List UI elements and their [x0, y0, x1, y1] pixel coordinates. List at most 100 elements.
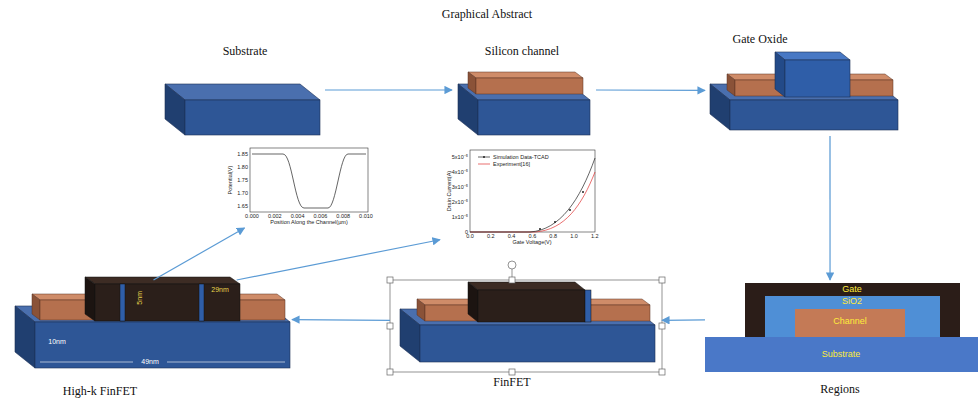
flow-arrow — [292, 319, 390, 321]
channel-fin — [468, 72, 476, 94]
regions-section: Regions GateSiO2ChannelSubstrate — [705, 280, 978, 401]
gate-oxide-block — [730, 100, 898, 130]
id-vg-plot — [582, 191, 584, 193]
stage-gate-oxide: Gate Oxide — [705, 30, 905, 136]
finfet-substrate — [400, 309, 420, 362]
finfet-gate — [585, 290, 591, 322]
tick-label: 0.0 — [466, 233, 474, 239]
selection-frame — [659, 323, 665, 329]
substrate-block — [165, 84, 320, 100]
node-text: Drain Current(A) — [446, 171, 452, 211]
selection-frame — [390, 280, 662, 372]
node-text: FinFET — [493, 376, 530, 389]
flow-arrow — [829, 136, 830, 280]
potential-plot — [250, 148, 368, 212]
id-vg-plot — [470, 158, 595, 232]
tick-label: 5x10⁻⁵ — [452, 154, 468, 160]
stage-finfet: FinFET — [390, 280, 662, 392]
channel-fin — [476, 78, 583, 94]
dimension-label: 10nm — [48, 338, 66, 346]
finfet-gate — [478, 290, 585, 322]
highk-channel — [32, 294, 40, 320]
highk-substrate — [35, 322, 290, 368]
tick-label: 2x10⁻⁵ — [452, 199, 468, 205]
finfet-substrate — [420, 325, 655, 362]
finfet-gate — [468, 282, 591, 322]
finfet-channel — [417, 299, 425, 321]
tick-label: 1.85 — [237, 151, 248, 157]
id-vg-plot — [470, 150, 595, 232]
tick-label: 1.65 — [237, 203, 248, 209]
finfet-gate — [468, 282, 478, 322]
node-text: Silicon channel — [485, 45, 559, 58]
selection-frame — [387, 369, 393, 375]
current-chart: Gate Voltage(V) Drain Current(A) — [440, 145, 600, 248]
tick-label: 0.010 — [359, 213, 373, 219]
id-vg-plot — [539, 228, 541, 230]
tick-label: 0.8 — [549, 233, 557, 239]
node-text: Position Along the Channel(µm) — [270, 219, 347, 225]
silicon-channel-block — [478, 100, 590, 135]
dimension-label: 5nm — [136, 291, 144, 305]
flow-arrow — [237, 240, 440, 280]
oxide-block — [775, 52, 850, 97]
node-text: Regions — [820, 383, 859, 396]
node-text: Gate Voltage(V) — [512, 239, 551, 245]
tick-label: 1x10⁻⁵ — [452, 214, 468, 220]
highk-gate — [120, 284, 125, 321]
flow-arrow — [662, 319, 705, 321]
node-text: Channel — [833, 317, 867, 327]
oxide-block — [775, 52, 850, 60]
tick-label: 4x10⁻⁵ — [452, 169, 468, 175]
highk-gate — [95, 284, 240, 321]
highk-gate — [199, 284, 204, 321]
channel-region: Channel — [795, 309, 905, 337]
tick-label: 1.75 — [237, 177, 248, 183]
tick-label: 1.0 — [570, 233, 578, 239]
tick-label: 0.2 — [487, 233, 495, 239]
potential-plot — [250, 148, 368, 212]
dimension-line — [40, 362, 285, 363]
tick-label: 1.2 — [591, 233, 599, 239]
flow-arrow — [325, 89, 452, 90]
id-vg-plot — [470, 172, 595, 232]
highk-gate — [85, 277, 240, 284]
legend-text: Experiment[16] — [493, 161, 530, 167]
node-text: SiO2 — [842, 297, 862, 307]
id-vg-plot — [478, 164, 490, 165]
highk-substrate — [15, 306, 35, 368]
dimension-line — [167, 362, 285, 363]
flow-arrow — [154, 228, 245, 280]
oxide-block — [775, 52, 785, 97]
oxide-block — [785, 60, 850, 97]
node-text: Potential(V) — [227, 166, 233, 195]
selection-frame — [508, 261, 516, 269]
highk-gate — [85, 277, 95, 321]
node-text: High-k FinFET — [63, 385, 137, 398]
tick-label: 3x10⁻⁵ — [452, 184, 468, 190]
gate-oxide-block — [710, 84, 730, 130]
channel-fin — [468, 72, 583, 78]
stage-substrate: Substrate — [160, 40, 325, 140]
id-vg-plot — [478, 157, 490, 158]
tick-label: 1.70 — [237, 190, 248, 196]
tick-label: 0.6 — [529, 233, 537, 239]
selection-frame — [512, 269, 513, 277]
tick-label: 0.004 — [291, 213, 305, 219]
tick-label: 0.000 — [245, 213, 259, 219]
flow-arrow — [596, 89, 705, 91]
substrate-region: Substrate — [705, 337, 978, 372]
channel-fin — [727, 74, 735, 96]
node-text: Gate — [842, 285, 862, 295]
dimension-line — [40, 362, 133, 363]
potential-plot — [252, 154, 366, 208]
finfet-gate — [468, 282, 585, 290]
substrate-block — [185, 100, 320, 135]
id-vg-plot — [470, 150, 595, 232]
tick-label: 0.008 — [336, 213, 350, 219]
id-vg-plot — [569, 209, 571, 211]
tick-label: 0.002 — [268, 213, 282, 219]
stage-silicon-channel: Silicon channel — [452, 40, 596, 140]
diagram-title: Graphical Abstract — [442, 8, 532, 21]
